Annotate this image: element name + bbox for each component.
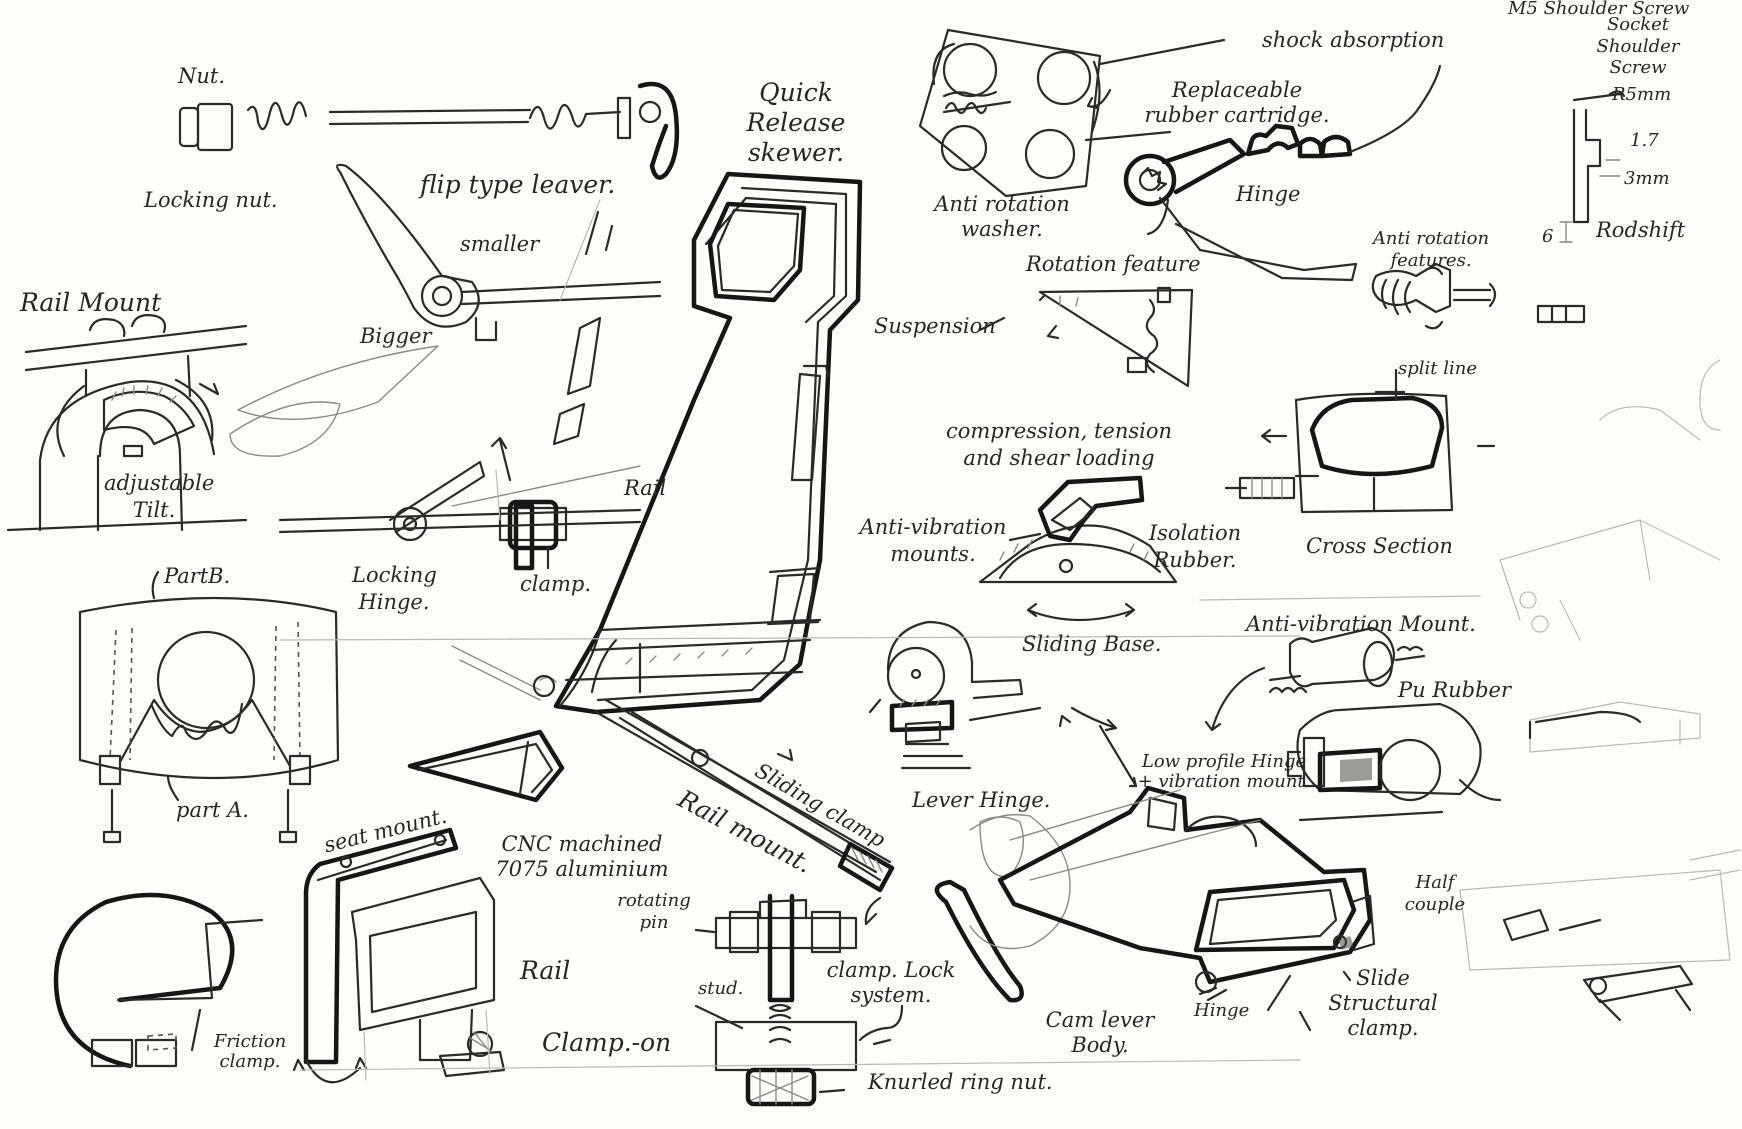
label-shock-absorption: shock absorption: [1262, 28, 1445, 52]
locking-hinge-sketch: [229, 345, 642, 571]
label-hinge-top: Hinge: [1236, 182, 1301, 206]
label-stud: stud.: [698, 978, 744, 999]
label-anti-rotation-washer: Anti rotation washer.: [934, 192, 1070, 242]
label-rotation-feature: Rotation feature: [1026, 252, 1201, 276]
label-clamp: clamp.: [520, 572, 592, 596]
part-a-b-sketch: [78, 570, 340, 844]
label-adjustable-tilt: adjustable Tilt.: [104, 471, 215, 523]
label-knurled-ring-nut: Knurled ring nut.: [868, 1070, 1053, 1094]
label-hinge-bottom: Hinge: [1194, 1000, 1250, 1021]
label-dim-1-7: 1.7: [1630, 130, 1659, 151]
clamp-lock-system-sketch: [694, 893, 904, 1107]
label-smaller: smaller: [460, 232, 540, 256]
label-dim-6: 6: [1542, 226, 1554, 247]
label-sliding-base: Sliding Base.: [1022, 632, 1162, 656]
pu-rubber-mount-sketch: [1204, 626, 1426, 732]
label-suspension: Suspension: [874, 314, 996, 338]
friction-clamp-sketch: [53, 892, 264, 1069]
label-anti-vibration-mount: Anti-vibration Mount.: [1246, 612, 1476, 636]
label-slide-structural-clamp: Slide Structural clamp.: [1328, 966, 1438, 1041]
rubber-hinge-sketch: [1123, 64, 1442, 282]
label-split-line: split line: [1398, 358, 1477, 379]
label-cam-lever-body: Cam lever Body.: [1045, 1008, 1155, 1058]
shoulder-screw-dim-sketch: [1536, 90, 1626, 324]
quick-release-skewer-sketch: [178, 81, 680, 180]
label-r5mm: R5mm: [1612, 84, 1672, 105]
label-pu-rubber: Pu Rubber: [1398, 678, 1512, 702]
label-flip-type-leaver: flip type leaver.: [420, 170, 616, 199]
anti-vibration-cam-sketch: [978, 475, 1178, 622]
label-part-a: part A.: [176, 798, 249, 822]
label-rotating-pin: rotating pin: [617, 890, 691, 933]
low-profile-hinge-sketch: [1286, 702, 1502, 822]
construction-lines: [279, 199, 1481, 1071]
label-dim-3mm: 3mm: [1624, 168, 1670, 189]
label-anti-vibration-mounts: Anti-vibration mounts.: [859, 515, 1007, 567]
wedge-sketch: [407, 729, 565, 803]
annotation-arrows: [776, 88, 1138, 926]
label-locking-nut: Locking nut.: [144, 188, 278, 212]
label-bigger: Bigger: [360, 324, 432, 348]
label-cross-section: Cross Section: [1306, 534, 1453, 558]
cam-lever-body-sketch: [934, 785, 1376, 1032]
label-lever-hinge: Lever Hinge.: [912, 788, 1051, 812]
label-rail-mount-top: Rail Mount: [20, 288, 162, 317]
label-locking-hinge: Locking Hinge.: [352, 563, 437, 615]
label-anti-rotation-features: Anti rotation features.: [1372, 228, 1490, 271]
label-friction-clamp: Friction clamp.: [213, 1031, 287, 1072]
label-nut: Nut.: [178, 64, 226, 88]
anti-rotation-features-sketch: [1371, 262, 1497, 330]
rail-mount-tilt-sketch: [6, 314, 248, 532]
flip-lever-sketch: [336, 163, 662, 342]
label-part-b: PartB.: [164, 564, 231, 588]
label-quick-release-skewer: Quick Release skewer.: [746, 78, 846, 167]
label-rail: Rail: [624, 476, 667, 500]
label-compression-tension-shear: compression, tension and shear loading: [945, 419, 1173, 471]
shock-absorption-sketch: [918, 28, 1226, 198]
seat-frame-sketch: [451, 171, 895, 893]
label-replaceable-rubber-cartridge: Replaceable rubber cartridge.: [1144, 78, 1330, 128]
label-cnc-machined: CNC machined 7075 aluminium: [495, 832, 669, 882]
cross-section-sketch: [1224, 368, 1496, 514]
label-clamp-on: Clamp.-on: [542, 1028, 672, 1057]
rotation-feature-sketch: [978, 286, 1194, 388]
far-right-faint-sketches: [1459, 359, 1741, 1022]
label-socket-shoulder-screw: Socket Shoulder Screw: [1596, 14, 1680, 79]
label-m5-shoulder-screw: M5 Shoulder Screw: [1508, 0, 1690, 19]
label-rail-bottom: Rail: [520, 956, 571, 985]
label-clamp-lock-system: clamp. Lock system.: [826, 958, 956, 1008]
label-isolation-rubber: Isolation Rubber.: [1148, 521, 1242, 573]
label-half-couple: Half couple: [1404, 872, 1466, 915]
lever-hinge-sketch: [868, 620, 1042, 770]
label-low-profile-hinge: Low profile Hinge + vibration mount.: [1137, 751, 1311, 792]
label-rodshift: Rodshift: [1596, 218, 1686, 242]
seat-mount-rail-sketch: [292, 827, 506, 1084]
